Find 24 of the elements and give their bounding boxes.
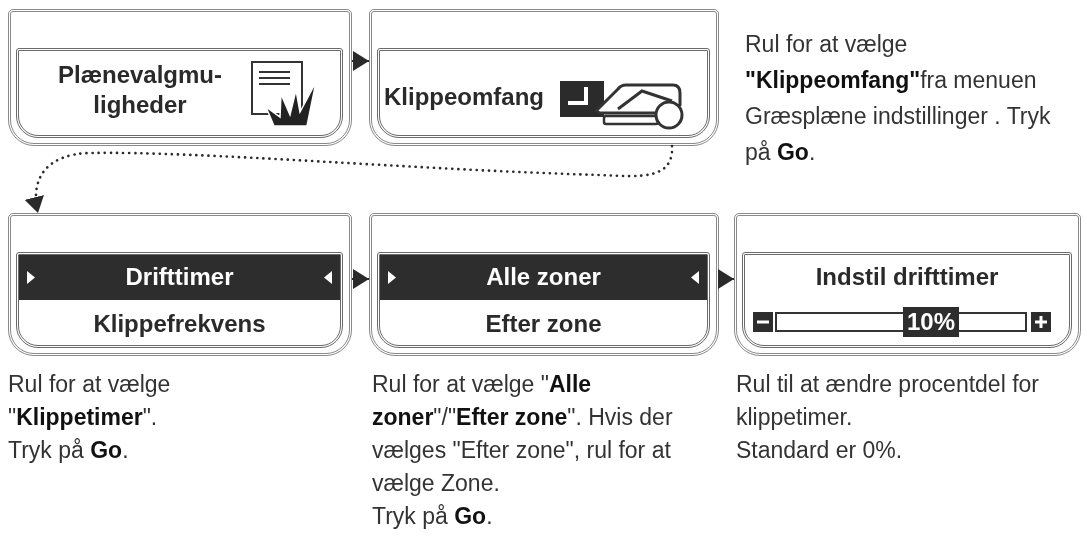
setting-title: Indstil drifttimer xyxy=(814,262,1000,292)
selected-option: Alle zoner xyxy=(410,262,677,292)
instruction-text: Rul for at vælge "Alle zoner"/"Efter zone". Hvis der vælges "Efter zone", rul for at vælge Zone. xyxy=(372,370,674,498)
screen-panel xyxy=(8,9,352,146)
screen-panel xyxy=(369,9,719,146)
instruction-text: Tryk på Go. xyxy=(372,502,493,531)
instruction-text: Rul for at vælge "Klippeomfang"fra menuen Græsplæne indstillinger . Tryk på Go. xyxy=(745,30,1052,167)
screen-panel xyxy=(734,213,1081,356)
menu-title: Plænevalgmu- ligheder xyxy=(56,60,223,120)
dotted-arrow xyxy=(25,144,674,215)
instruction-text: Tryk på Go. xyxy=(8,436,129,465)
instruction-text: Rul for at vælge "Klippetimer". xyxy=(8,370,172,432)
instruction-text: Standard er 0%. xyxy=(736,436,903,465)
screen-panel xyxy=(369,213,719,356)
menu-option: Efter zone xyxy=(380,309,707,339)
arrow xyxy=(351,269,370,289)
screen-panel xyxy=(8,213,352,356)
percentage-value: 10% xyxy=(903,307,959,337)
arrow xyxy=(351,51,370,71)
instruction-text: Rul til at ændre procentdel for klippetimer. xyxy=(736,370,1040,432)
menu-option: Klippefrekvens xyxy=(19,309,340,339)
menu-title: Klippeomfang xyxy=(384,82,544,112)
selected-option: Drifttimer xyxy=(49,262,310,292)
arrow xyxy=(718,269,735,289)
